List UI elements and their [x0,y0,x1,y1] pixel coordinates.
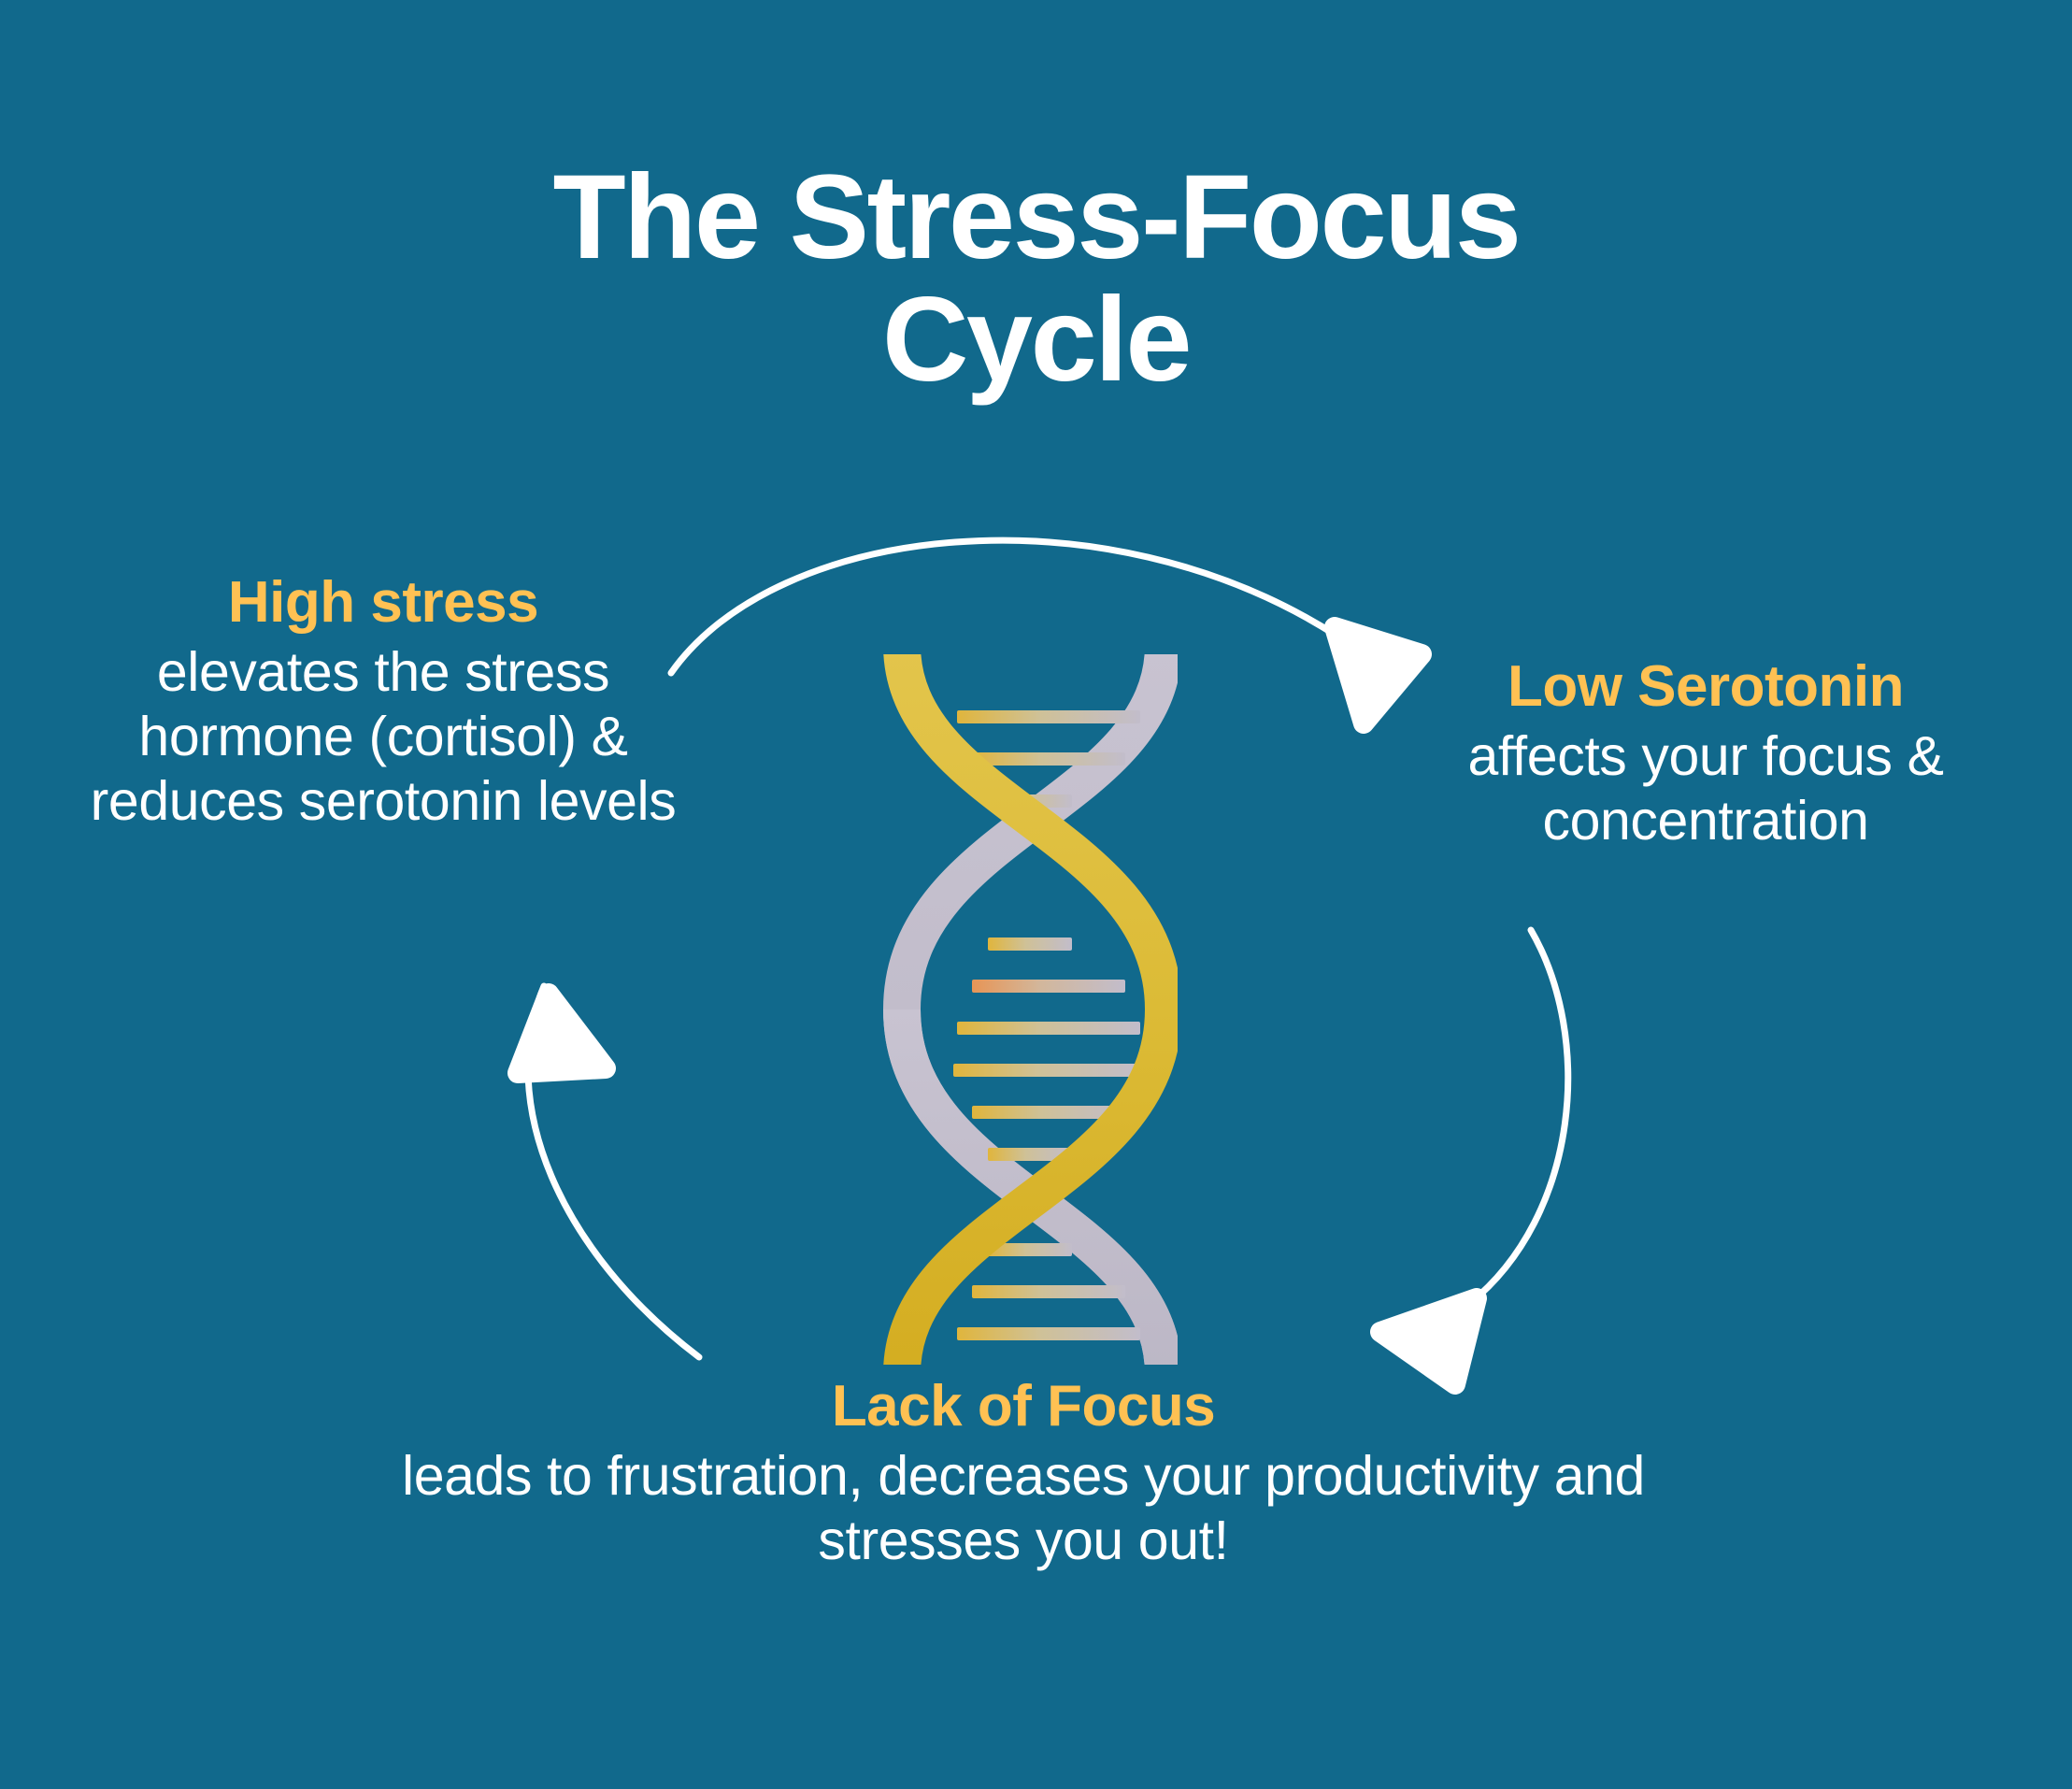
node-high-stress-body: elevates the stress hormone (cortisol) &… [90,641,677,833]
node-lack-of-focus-heading: Lack of Focus [831,1374,1216,1438]
dna-rungs [953,710,1140,1340]
node-lack-of-focus-body: leads to frustration, decreases your pro… [402,1445,1645,1572]
node-low-serotonin-body: affects your focus & concentration [1467,725,1944,852]
node-lack-of-focus: Lack of Focus leads to frustration, decr… [374,1374,1673,1573]
node-high-stress-heading: High stress [227,570,539,635]
arrow-lack-of-focus-to-high-stress [507,982,703,1361]
node-low-serotonin: Low Serotonin affects your focus & conce… [1360,654,2051,853]
arrow-low-serotonin-to-lack-of-focus [1370,926,1572,1395]
arrow-high-stress-to-low-serotonin [667,537,1432,734]
node-high-stress: High stress elevates the stress hormone … [56,570,710,834]
node-low-serotonin-heading: Low Serotonin [1507,654,1905,719]
